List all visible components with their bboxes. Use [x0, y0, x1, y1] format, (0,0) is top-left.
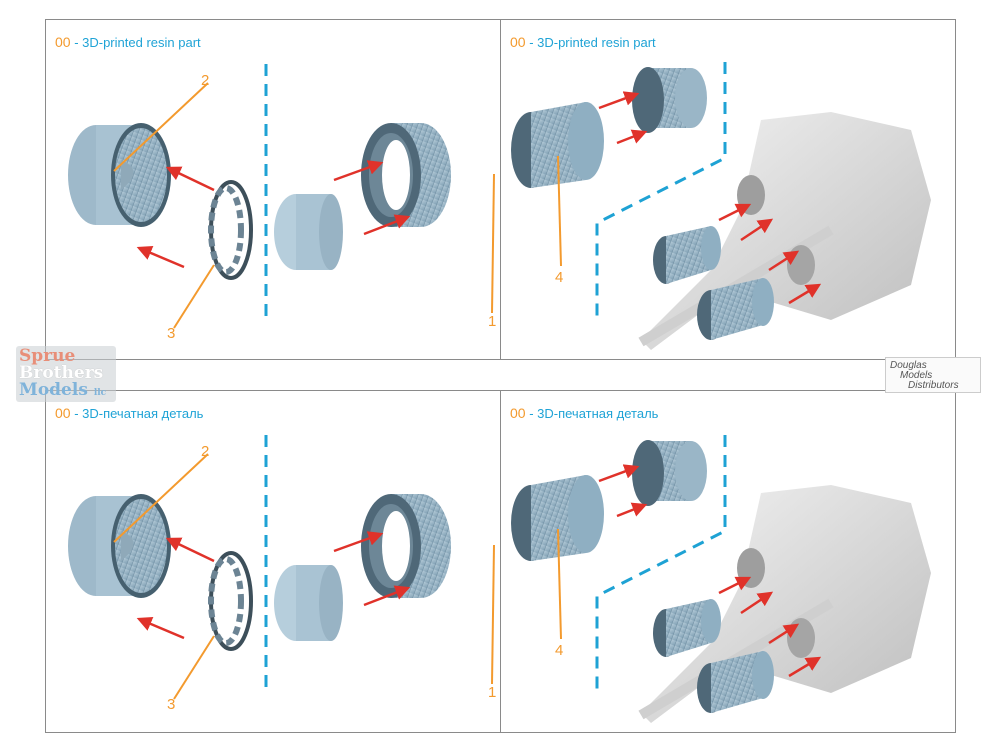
nozzle-right-engine [697, 278, 774, 340]
leader-line [491, 173, 495, 314]
arrow [718, 576, 752, 595]
panel-nozzle-assembly-ru: 00 - 3D-печатная деталь [45, 390, 501, 733]
caption-text: - 3D-печатная деталь [70, 406, 204, 421]
caption-text: - 3D-печатная деталь [525, 406, 659, 421]
leader-line [113, 82, 209, 172]
part-nozzle-ring [632, 440, 707, 506]
assembly-arrows [136, 160, 411, 269]
part-label: 1 [488, 313, 496, 330]
watermark-line: Distributors [908, 380, 959, 391]
arrow [165, 166, 215, 192]
sprue-brothers-watermark: Sprue Brothers Models llc [16, 346, 116, 402]
arrow [136, 616, 185, 640]
part-label: 3 [167, 325, 175, 342]
part-4-nozzle [511, 475, 604, 561]
arrow [740, 591, 774, 615]
leader-line [557, 155, 562, 267]
arrow [768, 250, 800, 272]
part-2-housing [68, 494, 171, 598]
part-4-nozzle [511, 102, 604, 188]
assembly-illustration: 2 3 1 [68, 435, 496, 713]
part-label: 1 [488, 684, 496, 701]
part-code: 00 [510, 405, 526, 421]
part-1-ribbed-ring [361, 494, 451, 598]
nozzle-right-engine [697, 651, 774, 713]
panel-caption: 00 - 3D-printed resin part [510, 34, 656, 50]
part-code: 00 [55, 34, 71, 50]
arrow [768, 623, 800, 645]
panel-caption: 00 - 3D-печатная деталь [55, 405, 203, 421]
arrow [333, 160, 384, 182]
leader-line [557, 528, 562, 640]
arrow [616, 129, 648, 145]
watermark-line: Douglas [890, 360, 927, 371]
assembly-arrows [598, 464, 822, 678]
part-1-ribbed-ring [361, 123, 451, 227]
dashed-separator [595, 62, 727, 320]
part-label: 2 [201, 72, 209, 89]
installation-illustration: 4 [511, 435, 931, 723]
assembly-arrows [136, 531, 411, 640]
part-label: 2 [201, 443, 209, 460]
aircraft-tail-section [638, 112, 931, 350]
arrow [616, 502, 648, 518]
douglas-models-watermark: Douglas Models Distributors [885, 357, 981, 393]
arrow [598, 91, 640, 110]
watermark-text: Models [19, 380, 88, 400]
part-cap [274, 194, 343, 270]
watermark-line: Brothers [19, 363, 104, 383]
caption-text: - 3D-printed resin part [70, 35, 201, 50]
nozzle-left-engine [653, 599, 721, 657]
caption-text: - 3D-printed resin part [525, 35, 656, 50]
dashed-separator [595, 435, 727, 693]
watermark-suffix: llc [93, 388, 107, 398]
panel-nozzle-assembly-en: 00 - 3D-printed resin part [45, 19, 501, 360]
arrow [740, 218, 774, 242]
arrow [136, 245, 185, 269]
leader-line [491, 544, 495, 685]
assembly-arrows [598, 91, 822, 305]
panel-engine-installation-en: 00 - 3D-printed resin part [500, 19, 956, 360]
arrow [788, 283, 822, 305]
panel-engine-installation-ru: 00 - 3D-печатная деталь [500, 390, 956, 733]
leader-line [173, 264, 215, 329]
watermark-line: Models llc [19, 382, 116, 402]
part-label: 4 [555, 642, 563, 659]
leader-line [173, 635, 215, 700]
aircraft-tail-section [638, 485, 931, 723]
part-3-cage [208, 180, 253, 280]
installation-illustration: 4 [511, 62, 931, 350]
arrow [165, 537, 215, 563]
part-nozzle-ring [632, 67, 707, 133]
part-code: 00 [510, 34, 526, 50]
watermark-line: Sprue [19, 346, 76, 366]
panel-caption: 00 - 3D-printed resin part [55, 34, 201, 50]
nozzle-left-engine [653, 226, 721, 284]
part-3-cage [208, 551, 253, 651]
arrow [363, 585, 411, 607]
part-label: 3 [167, 696, 175, 713]
arrow [363, 214, 411, 236]
watermark-line: Models [900, 370, 933, 381]
panel-caption: 00 - 3D-печатная деталь [510, 405, 658, 421]
part-cap [274, 565, 343, 641]
arrow [333, 531, 384, 553]
arrow [598, 464, 640, 483]
arrow [788, 656, 822, 678]
arrow [718, 203, 752, 222]
leader-line [113, 453, 209, 543]
part-code: 00 [55, 405, 71, 421]
assembly-illustration: 2 3 1 [68, 64, 496, 342]
part-label: 4 [555, 269, 563, 286]
part-2-housing [68, 123, 171, 227]
